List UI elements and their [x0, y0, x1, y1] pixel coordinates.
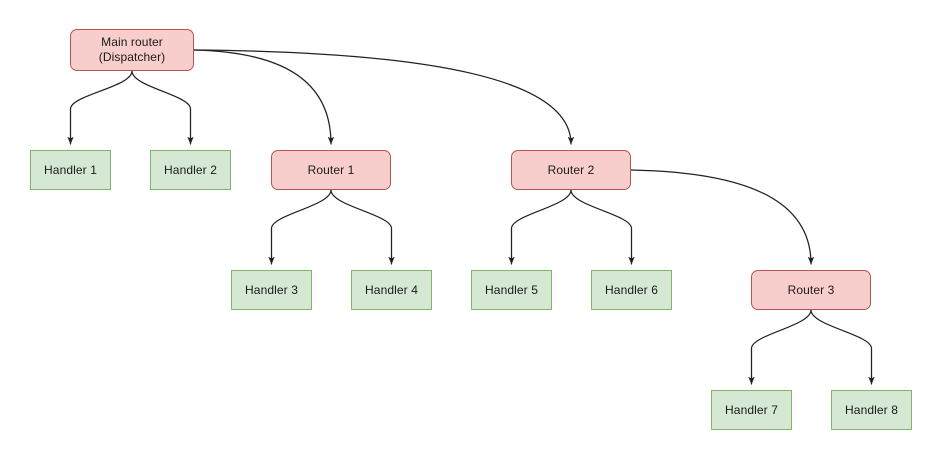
node-handler-8[interactable]: Handler 8 — [831, 390, 912, 430]
edge-main-to-handler-2 — [131, 70, 194, 145]
edge-router-3-to-handler-7 — [748, 309, 812, 385]
node-label: Handler 6 — [605, 282, 658, 297]
node-handler-1[interactable]: Handler 1 — [30, 150, 111, 190]
edge-router-2-to-router-3 — [630, 169, 815, 265]
node-router-1[interactable]: Router 1 — [271, 150, 391, 190]
node-handler-5[interactable]: Handler 5 — [471, 270, 552, 310]
node-handler-2[interactable]: Handler 2 — [150, 150, 231, 190]
node-label: Handler 3 — [245, 282, 298, 297]
node-label: Router 2 — [547, 162, 595, 177]
node-label: Main router (Dispatcher) — [98, 35, 166, 64]
edge-main-to-handler-1 — [67, 70, 133, 145]
node-handler-7[interactable]: Handler 7 — [711, 390, 792, 430]
edge-main-to-router-1 — [193, 49, 335, 145]
edge-router-2-to-handler-5 — [508, 189, 572, 265]
node-router-3[interactable]: Router 3 — [751, 270, 871, 310]
node-main-router[interactable]: Main router (Dispatcher) — [70, 29, 194, 71]
node-label: Handler 2 — [164, 162, 217, 177]
edge-main-to-router-2 — [193, 49, 575, 145]
node-label: Handler 4 — [365, 282, 418, 297]
edge-router-1-to-handler-3 — [268, 189, 332, 265]
edge-router-1-to-handler-4 — [330, 189, 395, 265]
node-label: Router 1 — [307, 162, 355, 177]
node-label: Handler 5 — [485, 282, 538, 297]
node-label: Handler 1 — [44, 162, 97, 177]
node-router-2[interactable]: Router 2 — [511, 150, 631, 190]
node-handler-6[interactable]: Handler 6 — [591, 270, 672, 310]
edge-router-2-to-handler-6 — [570, 189, 635, 265]
node-handler-3[interactable]: Handler 3 — [231, 270, 312, 310]
edge-router-3-to-handler-8 — [810, 309, 875, 385]
edge-paths — [67, 49, 875, 385]
node-label: Router 3 — [787, 282, 835, 297]
node-label: Handler 8 — [845, 402, 898, 417]
node-label: Handler 7 — [725, 402, 778, 417]
node-handler-4[interactable]: Handler 4 — [351, 270, 432, 310]
